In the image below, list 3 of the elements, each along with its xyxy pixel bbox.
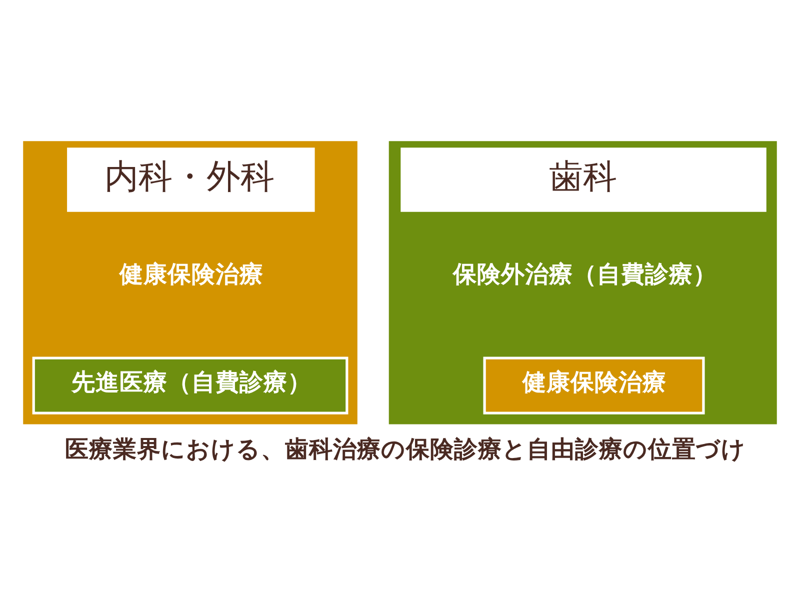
node-box: 健康保険治療 bbox=[483, 356, 705, 414]
caption: 医療業界における、歯科治療の保険診療と自由診療の位置づけ bbox=[65, 434, 746, 462]
node-box: 先進医療（自費診療） bbox=[32, 356, 348, 414]
